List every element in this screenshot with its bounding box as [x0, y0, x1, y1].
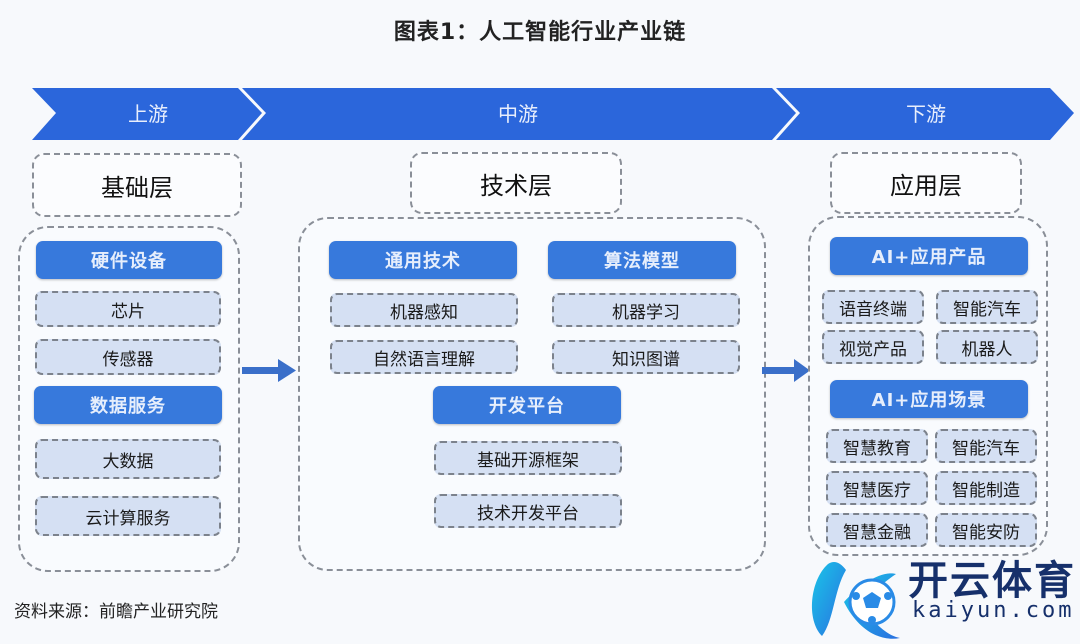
watermark-url: kaiyun.com	[912, 598, 1075, 623]
layer-technology: 技术层	[410, 152, 622, 214]
source-note: 资料来源：前瞻产业研究院	[14, 602, 218, 622]
kaiyun-logo-icon	[811, 562, 900, 639]
head-ai-scenarios: AI+应用场景	[830, 380, 1028, 418]
item-open-source-framework: 基础开源框架	[434, 441, 622, 475]
item-tech-dev-platform: 技术开发平台	[434, 494, 622, 528]
item-sensor: 传感器	[35, 339, 221, 375]
stage-label-upstream: 上游	[128, 102, 168, 126]
chart-title: 图表1：人工智能行业产业链	[393, 20, 687, 45]
chevron-midstream	[242, 88, 796, 140]
head-dev-platform: 开发平台	[433, 386, 621, 424]
item-smart-healthcare: 智慧医疗	[826, 471, 928, 505]
head-algorithm-model: 算法模型	[548, 241, 736, 279]
chevron-downstream	[776, 88, 1074, 140]
stage-label-downstream: 下游	[906, 102, 946, 126]
item-smart-manufacturing: 智能制造	[935, 471, 1037, 505]
item-vision-product: 视觉产品	[822, 330, 924, 364]
item-smart-car: 智能汽车	[936, 290, 1038, 324]
item-knowledge-graph: 知识图谱	[552, 340, 740, 374]
item-smart-car-scenario: 智能汽车	[935, 429, 1037, 463]
item-robot: 机器人	[936, 330, 1038, 364]
item-smart-education: 智慧教育	[826, 429, 928, 463]
item-voice-terminal: 语音终端	[822, 290, 924, 324]
arrow-right-icon	[242, 359, 296, 382]
arrow-right-icon	[762, 359, 810, 382]
head-general-tech: 通用技术	[329, 241, 517, 279]
item-smart-security: 智能安防	[935, 513, 1037, 547]
head-ai-products: AI+应用产品	[830, 237, 1028, 275]
stage-label-midstream: 中游	[498, 102, 538, 126]
layer-foundation: 基础层	[32, 153, 242, 217]
watermark-name: 开云体育	[908, 558, 1076, 604]
chevron-upstream	[32, 88, 262, 140]
item-nlu: 自然语言理解	[330, 340, 518, 374]
item-chip: 芯片	[35, 291, 221, 327]
item-smart-finance: 智慧金融	[826, 513, 928, 547]
item-big-data: 大数据	[35, 439, 221, 479]
item-cloud-computing: 云计算服务	[35, 496, 221, 536]
layer-application: 应用层	[830, 152, 1022, 214]
item-machine-perception: 机器感知	[330, 293, 518, 327]
head-data-service: 数据服务	[34, 386, 222, 424]
item-machine-learning: 机器学习	[552, 293, 740, 327]
stage-banner	[0, 85, 1080, 145]
head-hardware: 硬件设备	[36, 241, 222, 279]
